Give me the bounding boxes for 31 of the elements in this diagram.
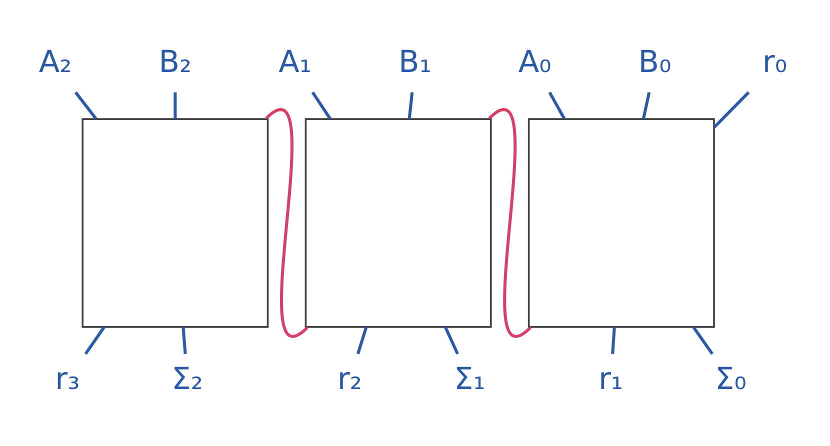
connector xyxy=(642,92,651,120)
node-text: B₀ xyxy=(638,44,672,80)
node-text: A₀ xyxy=(518,44,552,80)
connector xyxy=(488,108,532,338)
node-text: B₁ xyxy=(398,44,432,80)
connector xyxy=(548,92,566,120)
node-box xyxy=(304,118,492,328)
node-text: Σ₁ xyxy=(454,362,486,398)
connector xyxy=(182,326,187,354)
node-text: r₀ xyxy=(762,44,788,80)
connector xyxy=(611,326,616,354)
connector xyxy=(356,326,368,354)
node-text: r₁ xyxy=(598,362,624,398)
connector xyxy=(444,326,459,355)
connector xyxy=(408,92,414,119)
node-text: r₃ xyxy=(55,362,80,398)
connector xyxy=(174,92,177,119)
node-text: A₂ xyxy=(38,44,72,80)
node-box xyxy=(82,118,269,328)
node-box xyxy=(528,118,715,328)
node-text: r₂ xyxy=(337,362,362,398)
node-text: B₂ xyxy=(158,44,192,80)
node-text: Σ₀ xyxy=(715,362,746,398)
connector xyxy=(74,91,98,120)
connector xyxy=(265,108,308,338)
connector xyxy=(311,91,332,120)
node-text: Σ₂ xyxy=(172,362,204,398)
connector xyxy=(84,326,106,355)
connector xyxy=(713,91,750,128)
connector xyxy=(692,326,714,355)
node-text: A₁ xyxy=(278,44,312,80)
